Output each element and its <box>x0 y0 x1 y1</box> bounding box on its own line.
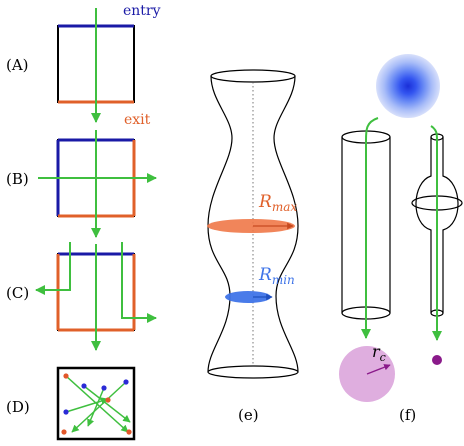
trajectory-arrow-d-5 <box>87 387 105 427</box>
entry-point-d-3 <box>63 409 69 415</box>
exit-point-d-2 <box>105 397 111 403</box>
r-min-symbol: R <box>258 265 272 285</box>
panel-f: rc <box>339 54 463 402</box>
r-min-subscript: min <box>272 273 295 287</box>
panel-label-f: (f) <box>399 406 416 424</box>
r-c-subscript: c <box>380 351 386 364</box>
exit-label: exit <box>124 112 151 128</box>
panel-label-a: (A) <box>6 56 29 74</box>
r-c-symbol: r <box>372 342 381 361</box>
panel-d <box>56 366 136 441</box>
trajectory-arrow-d-2 <box>71 381 127 433</box>
trajectory-arrow-c-left <box>35 242 71 295</box>
r-max-disk <box>207 219 295 233</box>
exit-point-d-3 <box>61 429 67 435</box>
panel-label-c: (C) <box>6 284 29 302</box>
panel-label-b: (B) <box>6 170 29 188</box>
narrow-tube-right-wall <box>442 137 459 313</box>
panel-a: entry exit <box>57 3 161 128</box>
panel-label-e: (e) <box>238 406 259 424</box>
entry-point-d-2 <box>123 379 129 385</box>
tube-top-rim <box>210 69 296 83</box>
r-c-label: rc <box>372 342 386 364</box>
purple-dot <box>432 355 442 365</box>
r-min-label: Rmin <box>258 265 295 287</box>
tube-right-wall <box>273 75 299 373</box>
entry-point-d-4 <box>101 385 107 391</box>
entry-label: entry <box>123 3 161 19</box>
panel-label-d: (D) <box>6 398 30 416</box>
r-max-label: Rmax <box>258 192 297 214</box>
trajectory-arrow-d-3 <box>65 397 109 413</box>
trajectory-arrow-d-4 <box>83 385 131 423</box>
path-arrow-wide <box>361 117 379 339</box>
entry-point-d-1 <box>81 383 87 389</box>
panel-b <box>38 130 157 238</box>
r-c-arrow <box>366 364 391 375</box>
path-arrow-narrow <box>430 125 442 341</box>
panel-e: Rmax Rmin <box>207 69 299 379</box>
r-min-disk <box>225 291 271 303</box>
narrow-tube-left-wall <box>415 137 432 313</box>
trajectory-arrow-c-right <box>121 242 157 323</box>
panel-c <box>35 242 157 351</box>
tube-bottom-rim <box>207 365 299 379</box>
exit-point-d-1 <box>63 373 69 379</box>
blue-probe-sphere <box>376 54 440 118</box>
r-max-symbol: R <box>258 192 272 212</box>
exit-point-d-4 <box>126 429 132 435</box>
r-max-subscript: max <box>272 200 298 214</box>
box-d <box>56 366 136 441</box>
